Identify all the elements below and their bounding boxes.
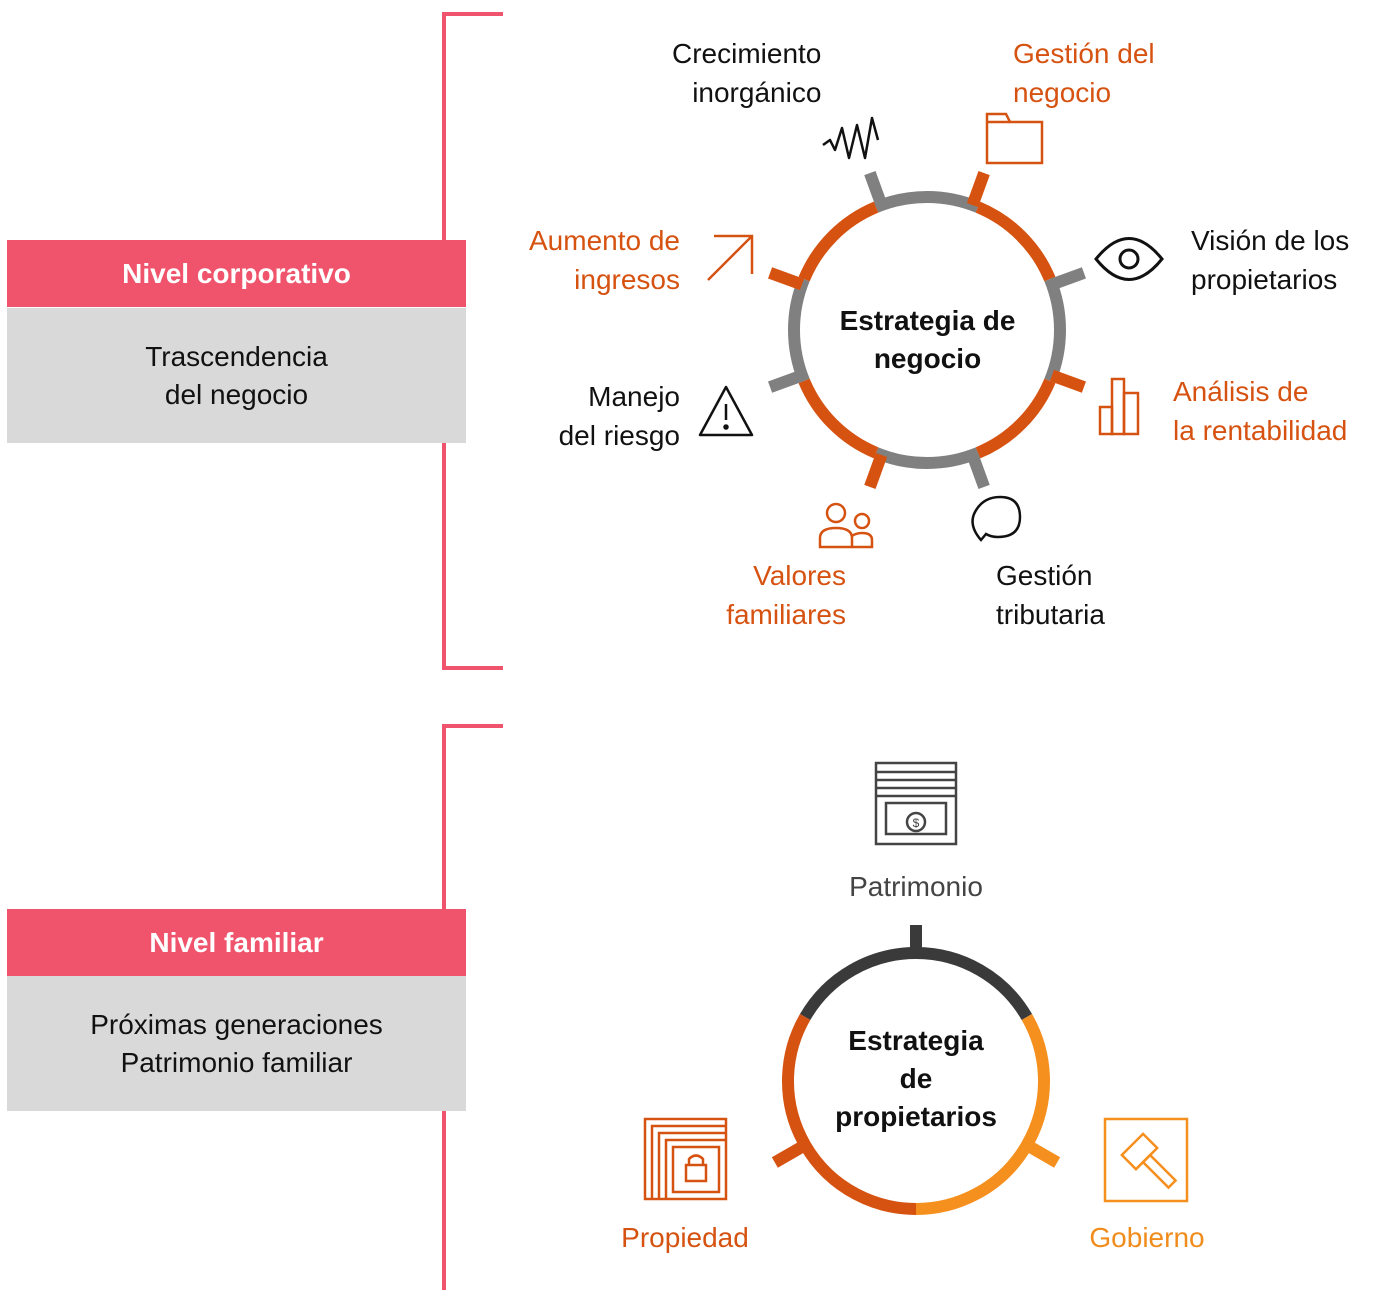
- warning-icon: [698, 385, 754, 437]
- ring-segment: [975, 378, 1056, 459]
- gavel-icon: [1103, 1117, 1189, 1203]
- ring-tick: [1023, 1139, 1061, 1168]
- label-vision-de-los-propietarios: Visión de los propietarios: [1191, 221, 1349, 299]
- locked-frame-icon: [643, 1117, 728, 1201]
- ring-tick: [864, 171, 888, 208]
- ring-tick: [966, 452, 990, 489]
- label-line: Manejo: [588, 381, 680, 412]
- ring-tick: [1049, 369, 1086, 393]
- business-strategy-title: Estrategia de negocio: [800, 302, 1055, 378]
- description-line: Patrimonio familiar: [120, 1046, 353, 1078]
- title-line: Estrategia de: [839, 305, 1016, 336]
- label-aumento-de-ingresos: Aumento de ingresos: [529, 221, 680, 299]
- label-line: negocio: [1013, 77, 1112, 108]
- title-line: propietarios: [835, 1101, 997, 1132]
- label-line: propietarios: [1191, 264, 1338, 295]
- label-line: Visión de los: [1191, 225, 1350, 256]
- label-gobierno: Gobierno: [1089, 1222, 1205, 1253]
- ring-segment: [975, 201, 1056, 282]
- ring-tick: [864, 452, 888, 489]
- ring-segment: [926, 191, 981, 213]
- ring-segment: [788, 276, 810, 384]
- ring-tick: [771, 1139, 809, 1168]
- ring-segment: [915, 1014, 1050, 1215]
- label-line: Valores: [753, 560, 846, 591]
- label-line: del riesgo: [558, 420, 680, 451]
- ring-segment: [915, 947, 1033, 1021]
- corporate-bracket: [442, 12, 503, 670]
- label-manejo-del-riesgo: Manejo del riesgo: [559, 377, 680, 455]
- ring-tick: [768, 369, 805, 393]
- ring-segment: [782, 1014, 917, 1215]
- title-line: Estrategia: [848, 1025, 984, 1056]
- ring-tick: [768, 267, 805, 291]
- owners-strategy-ring: [771, 925, 1061, 1215]
- label-line: Aumento de: [529, 225, 680, 256]
- folder-icon: [985, 112, 1044, 165]
- label-crecimiento-inorganico: Crecimiento inorgánico: [672, 34, 821, 112]
- corporate-level-header: Nivel corporativo: [7, 240, 466, 307]
- pulse-icon: [822, 116, 880, 160]
- ring-segment: [873, 191, 928, 213]
- owners-strategy-title: Estrategia de propietarios: [786, 1022, 1046, 1136]
- bar-chart-icon: [1098, 377, 1140, 436]
- ring-segment: [798, 201, 879, 282]
- speech-bubble-icon: [971, 495, 1022, 542]
- business-strategy-ring: [768, 171, 1086, 489]
- label-line: la rentabilidad: [1173, 415, 1348, 446]
- money-stack-icon: $: [874, 761, 958, 846]
- svg-text:$: $: [913, 816, 920, 830]
- label-analisis-de-la-rentabilidad: Análisis de la rentabilidad: [1173, 372, 1347, 450]
- ring-segment: [873, 447, 981, 469]
- family-bracket: [442, 724, 503, 1290]
- label-propiedad: Propiedad: [621, 1222, 749, 1253]
- ring-segment: [799, 947, 917, 1021]
- ring-segment: [1044, 276, 1066, 384]
- family-level-header: Nivel familiar: [7, 909, 466, 976]
- title-line: negocio: [873, 343, 982, 374]
- ring-tick: [966, 171, 990, 208]
- label-valores-familiares: Valores familiares: [726, 556, 846, 634]
- label-line: Gestión del: [1013, 38, 1155, 69]
- label-line: tributaria: [996, 599, 1105, 630]
- description-line: del negocio: [164, 378, 309, 410]
- family-level-description: Próximas generaciones Patrimonio familia…: [7, 976, 466, 1111]
- label-gestion-del-negocio: Gestión del negocio: [1013, 34, 1155, 112]
- label-line: familiares: [726, 599, 846, 630]
- eye-icon: [1094, 237, 1164, 281]
- label-line: ingresos: [574, 264, 680, 295]
- arrow-up-right-icon: [707, 234, 754, 281]
- title-line: de: [899, 1063, 933, 1094]
- label-line: inorgánico: [692, 77, 822, 108]
- label-line: Crecimiento: [672, 38, 822, 69]
- corporate-level-description: Trascendencia del negocio: [7, 308, 466, 443]
- ring-tick: [1049, 267, 1086, 291]
- label-gestion-tributaria: Gestión tributaria: [996, 556, 1105, 634]
- ring-segment: [798, 378, 879, 459]
- description-line: Trascendencia: [145, 340, 328, 372]
- label-line: Gestión: [996, 560, 1093, 591]
- label-line: Análisis de: [1173, 376, 1309, 407]
- people-icon: [818, 502, 874, 549]
- description-line: Próximas generaciones: [90, 1008, 383, 1040]
- label-patrimonio: Patrimonio: [849, 871, 983, 902]
